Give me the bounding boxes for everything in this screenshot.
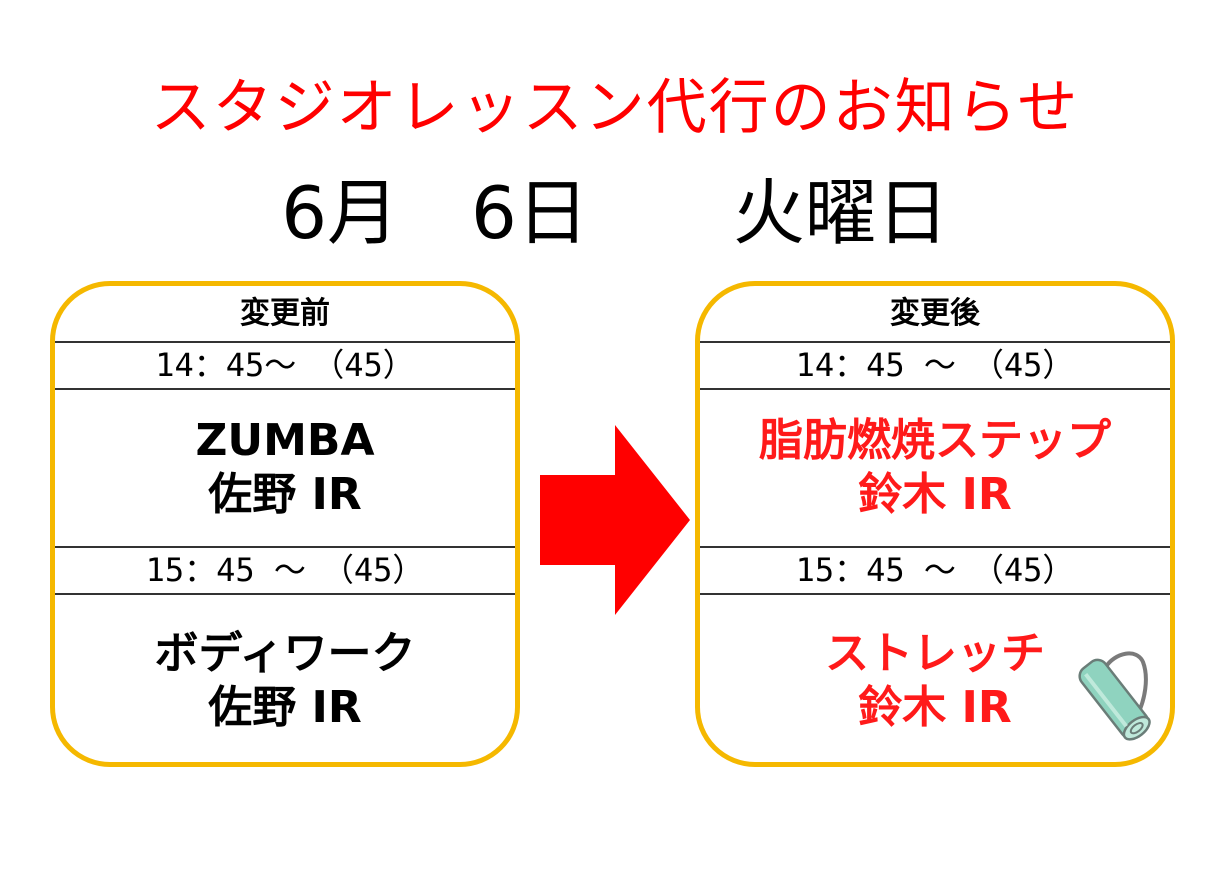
before-slot2-time: 15：45 ～ （45） (55, 546, 515, 595)
before-header: 変更前 (240, 296, 330, 331)
yoga-mat-icon (1078, 651, 1151, 741)
before-card: 変更前 14：45～ （45） ZUMBA 佐野 IR 15：45 ～ （45）… (50, 281, 520, 767)
before-slot2-instructor: 佐野 IR (208, 682, 362, 733)
before-slot1: ZUMBA 佐野 IR (55, 390, 515, 546)
after-slot2-instructor: 鈴木 IR (858, 682, 1012, 733)
notice-title: スタジオレッスン代行のお知らせ (150, 73, 1080, 143)
before-slot1-lesson: ZUMBA (195, 415, 375, 466)
before-slot2: ボディワーク 佐野 IR (55, 595, 515, 762)
right-arrow-icon (540, 425, 690, 615)
after-slot2: ストレッチ 鈴木 IR (700, 595, 1170, 762)
before-slot2-lesson: ボディワーク (154, 628, 416, 679)
after-slot1-instructor: 鈴木 IR (858, 469, 1012, 520)
before-slot1-instructor: 佐野 IR (208, 469, 362, 520)
after-slot1-time: 14：45 ～ （45） (700, 341, 1170, 390)
after-slot1: 脂肪燃焼ステップ 鈴木 IR (700, 390, 1170, 546)
after-card: 変更後 14：45 ～ （45） 脂肪燃焼ステップ 鈴木 IR 15：45 ～ … (695, 281, 1175, 767)
after-slot1-lesson: 脂肪燃焼ステップ (759, 415, 1111, 466)
after-header: 変更後 (890, 296, 980, 331)
notice-date: 6月 6日 火曜日 (281, 171, 949, 255)
after-slot2-lesson: ストレッチ (825, 628, 1045, 679)
before-slot1-time: 14：45～ （45） (55, 341, 515, 390)
after-slot2-time: 15：45 ～ （45） (700, 546, 1170, 595)
